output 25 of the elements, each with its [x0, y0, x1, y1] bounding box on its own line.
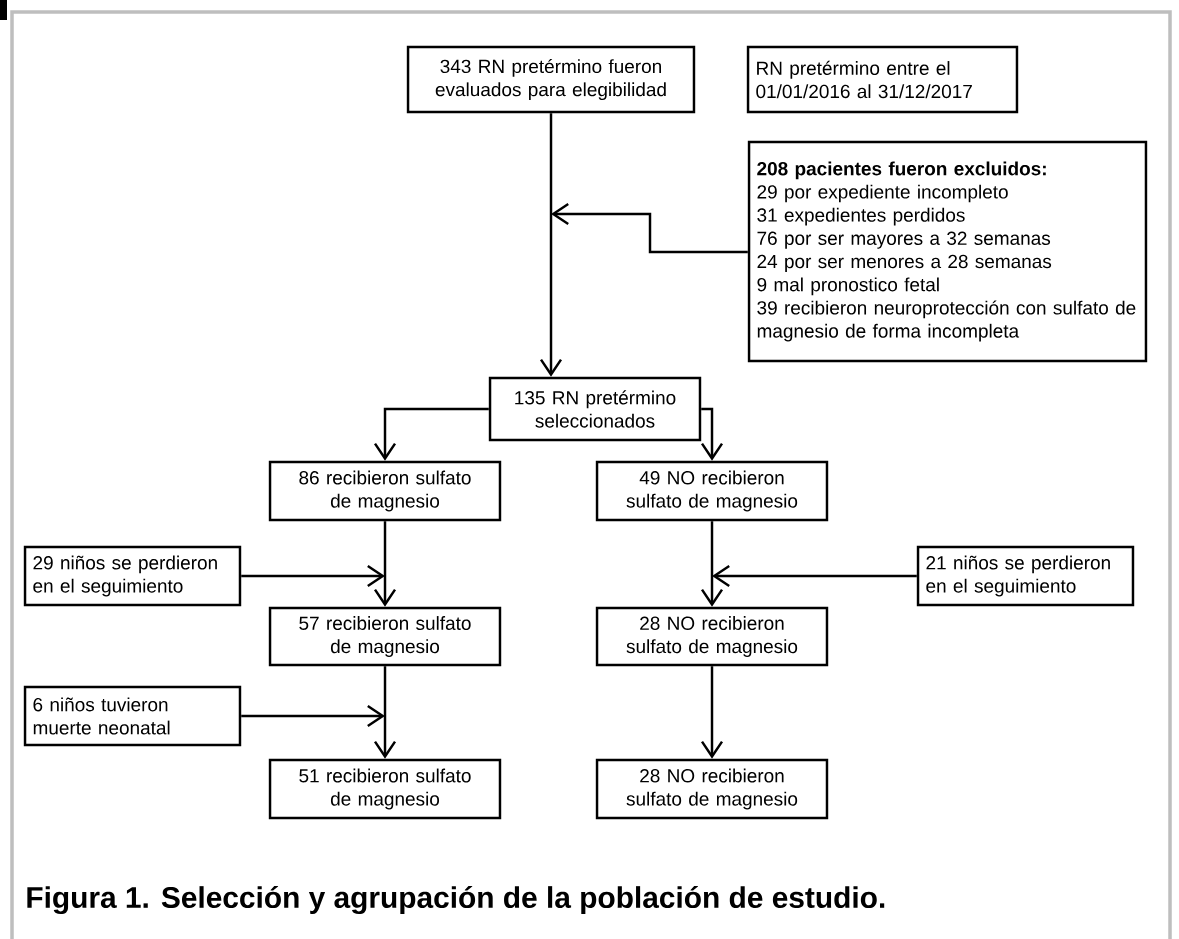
flow-box: 49 NO recibieron sulfato de magnesio: [595, 460, 829, 522]
flow-box: 6 niños tuvieron muerte neonatal: [23, 685, 242, 747]
arrow: [712, 564, 917, 588]
arrow: [241, 704, 385, 728]
flow-box: 57 recibieron sulfato de magnesio: [268, 606, 502, 667]
flow-box: 51 recibieron sulfato de magnesio: [268, 758, 502, 820]
flow-box: 28 NO recibieron sulfato de magnesio: [595, 758, 829, 820]
arrow: [701, 407, 724, 461]
arrow: [374, 666, 397, 759]
arrow: [701, 666, 724, 759]
arrow: [701, 521, 724, 607]
flow-box: 28 NO recibieron sulfato de magnesio: [595, 606, 829, 667]
figure-caption: Figura 1. Selección y agrupación de la población de estudio.: [27, 885, 885, 915]
flow-box: 135 RN pretérmino seleccionados: [488, 376, 702, 442]
arrow: [374, 407, 489, 461]
flow-box: 21 niños se perdieron en el seguimiento: [916, 545, 1135, 607]
arrow: [374, 521, 397, 607]
exclusion-box: 208 pacientes fueron excluidos: 29 por expediente incompleto 31 expedientes perdidos 76 por ser mayores a 32 semanas 24 por ser menores a 28 semanas 9 mal pronostico fetal 39 recibieron neuroprotección con sulfato de magnesio de forma incompleta: [747, 140, 1148, 363]
note-box: RN pretérmino entre el 01/01/2016 al 31/12/2017: [746, 45, 1019, 114]
arrow: [540, 113, 563, 377]
arrow: [551, 202, 748, 254]
flow-box: 343 RN pretérmino fueron evaluados para elegibilidad: [406, 45, 696, 114]
arrow: [241, 564, 385, 588]
flow-box: 86 recibieron sulfato de magnesio: [268, 460, 502, 522]
flow-box: 29 niños se perdieron en el seguimiento: [23, 545, 242, 607]
